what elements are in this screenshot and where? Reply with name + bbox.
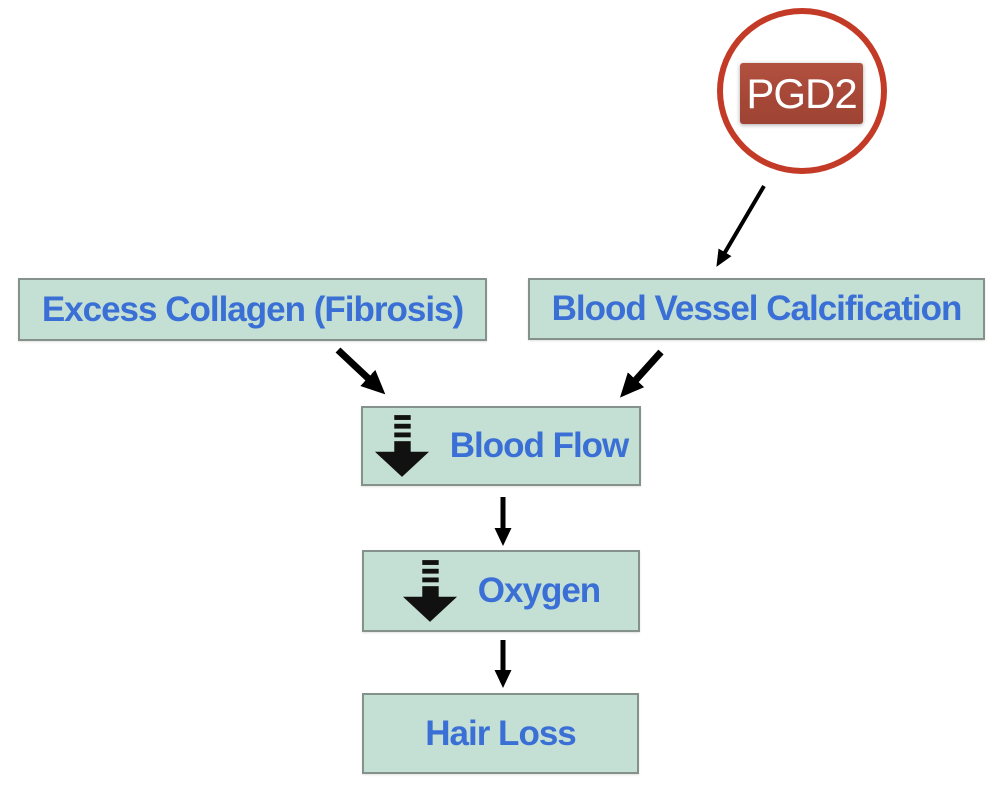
arrow-pgd2-to-blood-vessel-calcification xyxy=(716,184,766,267)
arrow-blood-vessel-calcification-to-blood-flow xyxy=(619,349,664,398)
node-oxygen: Oxygen xyxy=(362,550,640,632)
node-blood-flow: Blood Flow xyxy=(361,406,641,486)
pgd2-highlight-circle xyxy=(717,8,887,174)
node-pgd2-label: PGD2 xyxy=(746,69,857,117)
node-hair-loss: Hair Loss xyxy=(362,693,639,774)
node-blood-flow-label: Blood Flow xyxy=(449,426,630,465)
node-blood-vessel-calcification-label: Blood Vessel Calcification xyxy=(551,289,963,328)
node-excess-collagen-label: Excess Collagen (Fibrosis) xyxy=(41,289,464,329)
decrease-arrow-icon xyxy=(402,560,457,622)
node-blood-vessel-calcification: Blood Vessel Calcification xyxy=(528,278,985,340)
node-oxygen-label: Oxygen xyxy=(477,571,601,610)
node-hair-loss-label: Hair Loss xyxy=(425,713,576,753)
arrow-excess-collagen-to-blood-flow xyxy=(335,347,386,395)
node-pgd2: PGD2 xyxy=(740,63,863,124)
node-excess-collagen: Excess Collagen (Fibrosis) xyxy=(18,278,487,341)
decrease-arrow-icon xyxy=(374,415,429,477)
